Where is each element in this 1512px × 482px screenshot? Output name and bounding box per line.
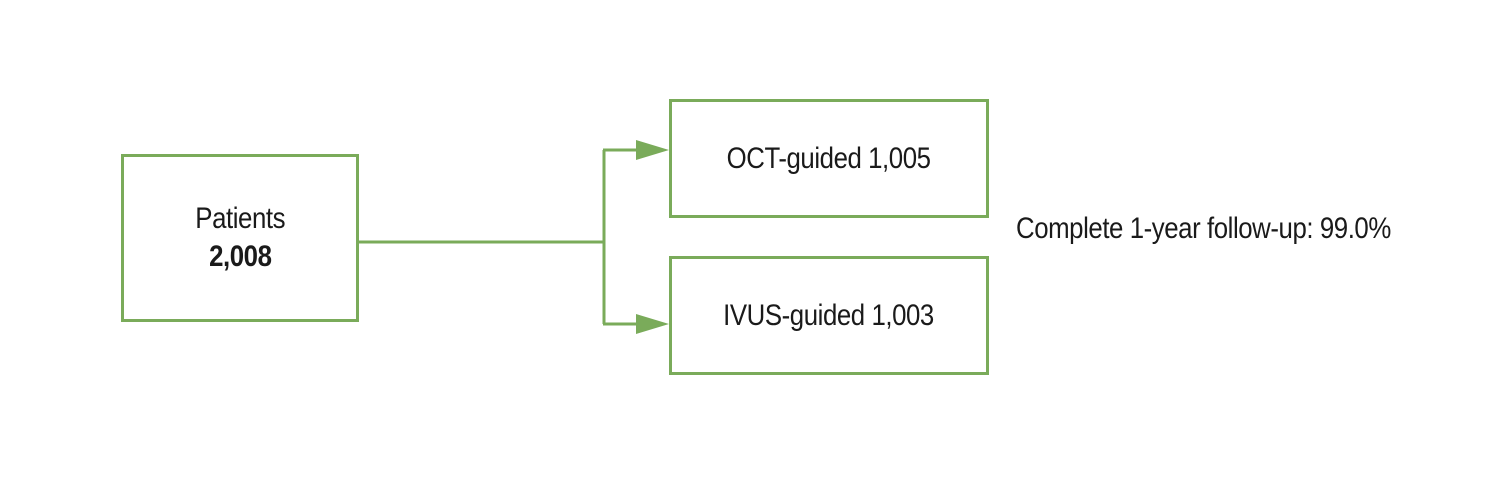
patients-label: Patients [195, 202, 285, 235]
follow-up-text: Complete 1-year follow-up: 99.0% [1016, 212, 1391, 245]
oct-guided-label: OCT-guided 1,005 [727, 141, 931, 175]
patients-box: Patients 2,008 [121, 154, 359, 322]
oct-guided-box: OCT-guided 1,005 [669, 99, 989, 218]
arrowhead-ivus-icon [636, 314, 669, 334]
ivus-guided-label: IVUS-guided 1,003 [723, 298, 935, 332]
ivus-guided-box: IVUS-guided 1,003 [669, 256, 989, 375]
patients-count: 2,008 [208, 240, 272, 273]
arrowhead-oct-icon [636, 140, 669, 160]
